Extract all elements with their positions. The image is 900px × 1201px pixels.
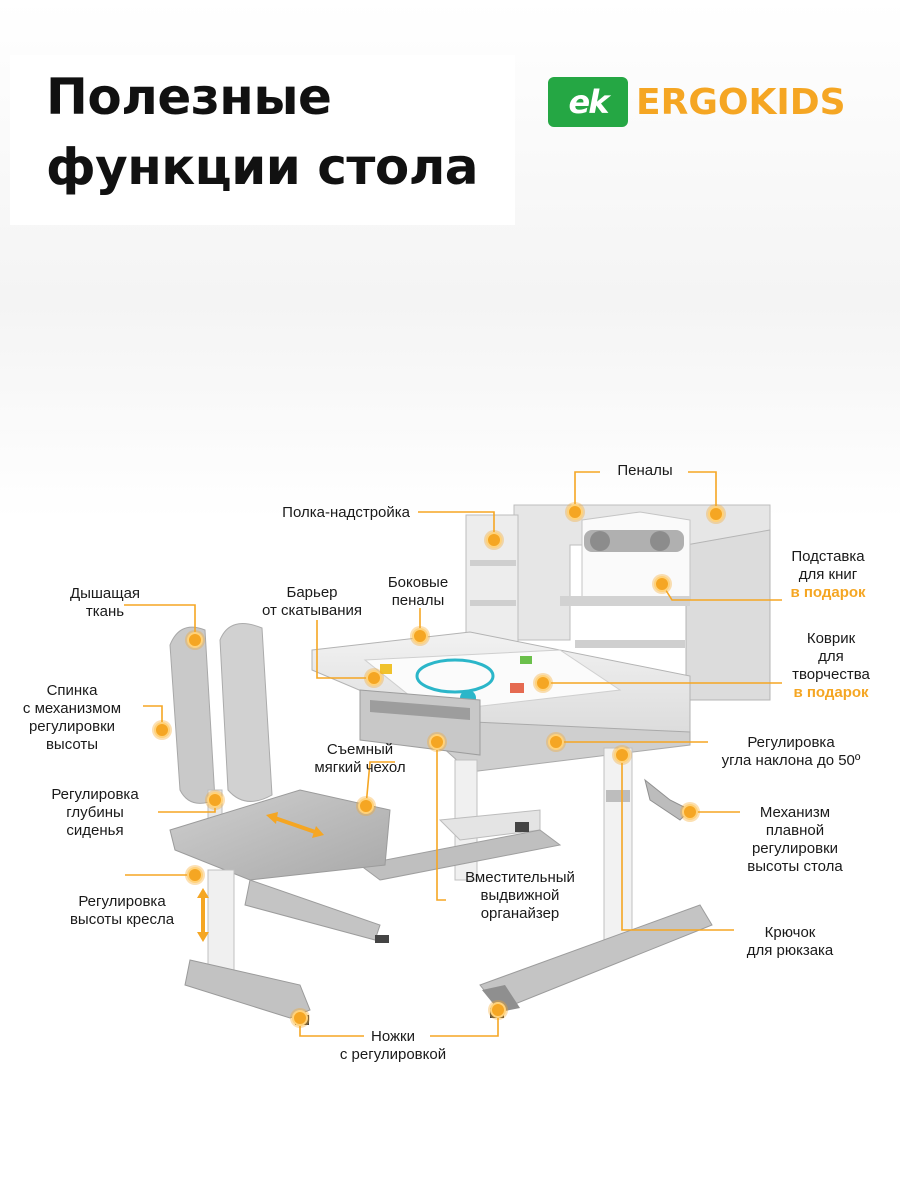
- label-line: Коврик: [806, 630, 856, 647]
- header-card: [10, 55, 515, 225]
- marker-penaly-left: [567, 504, 583, 520]
- logo-badge-text: ek: [568, 83, 610, 121]
- label-line: Боковые: [387, 574, 449, 591]
- desk-hutch: [465, 504, 771, 701]
- label-line: с регулировкой: [339, 1046, 447, 1063]
- marker-podstavka: [654, 576, 670, 592]
- label-barer: Барьер от скатывания: [232, 584, 392, 620]
- label-line: с механизмом: [22, 700, 122, 717]
- label-mekhanizm: Механизм плавной регулировки высоты стол…: [730, 804, 860, 876]
- marker-kovrik: [535, 675, 551, 691]
- label-line: угла наклона до 50º: [721, 752, 861, 769]
- label-line: сиденья: [66, 822, 124, 839]
- marker-chekhol: [358, 798, 374, 814]
- label-line: регулировки: [28, 718, 116, 735]
- marker-organizer: [429, 734, 445, 750]
- label-vysota-kresla: Регулировка высоты кресла: [48, 893, 196, 929]
- marker-mekhanizm: [682, 804, 698, 820]
- label-line: Съемный: [326, 741, 394, 758]
- label-line: творчества: [792, 666, 870, 683]
- label-line: Дышащая: [69, 585, 141, 602]
- marker-glubina: [207, 792, 223, 808]
- label-line: высоты стола: [747, 858, 843, 875]
- label-line: Вместительный: [465, 869, 575, 886]
- label-line: выдвижной: [480, 887, 560, 904]
- marker-nozhki-chair: [292, 1010, 308, 1026]
- label-line: Ножки: [371, 1028, 415, 1045]
- gift-badge: в подарок: [793, 684, 869, 701]
- label-glubina: Регулировка глубины сиденья: [28, 786, 162, 840]
- marker-polka: [486, 532, 502, 548]
- label-line: ткань: [85, 603, 125, 620]
- label-line: Подставка: [791, 548, 865, 565]
- label-organizer: Вместительный выдвижной органайзер: [446, 869, 594, 923]
- label-dyshashchaya: Дышащая ткань: [50, 585, 160, 621]
- logo-wordmark: ERGOKIDS: [636, 81, 846, 123]
- marker-kryuchok: [614, 747, 630, 763]
- gift-badge: в подарок: [790, 584, 866, 601]
- label-podstavka: Подставка для книг в подарок: [770, 548, 886, 602]
- marker-barer: [366, 670, 382, 686]
- label-line: Спинка: [46, 682, 98, 699]
- leader-lines: [124, 471, 782, 1037]
- title-line-2: функции стола: [46, 138, 479, 196]
- page-title: Полезные функции стола: [46, 62, 479, 202]
- label-line: Регулировка: [51, 786, 139, 803]
- label-kovrik: Коврик для творчества в подарок: [772, 630, 890, 702]
- label-naklon: Регулировка угла наклона до 50º: [706, 734, 876, 770]
- label-line: для: [818, 648, 844, 665]
- marker-nozhki-desk: [490, 1002, 506, 1018]
- label-line: Регулировка: [747, 734, 835, 751]
- label-line: высоты кресла: [69, 911, 175, 928]
- brand-logo: ek ERGOKIDS: [548, 76, 846, 128]
- marker-bokovye: [412, 628, 428, 644]
- desk-legs: [358, 747, 713, 1018]
- ek-logo-icon: ek: [548, 77, 628, 127]
- label-line: Крючок: [764, 924, 816, 941]
- label-chekhol: Съемный мягкий чехол: [300, 741, 420, 777]
- label-polka: Полка-надстройка: [240, 504, 410, 522]
- label-line: глубины: [66, 804, 124, 821]
- chair-base: [184, 869, 389, 1025]
- label-line: Регулировка: [78, 893, 166, 910]
- label-penaly: Пеналы: [604, 462, 686, 480]
- label-line: высоты: [45, 736, 99, 753]
- label-nozhki: Ножки с регулировкой: [320, 1028, 466, 1064]
- label-line: для рюкзака: [746, 942, 834, 959]
- marker-dyshashchaya: [187, 632, 203, 648]
- label-line: регулировки: [751, 840, 839, 857]
- label-kryuchok: Крючок для рюкзака: [730, 924, 850, 960]
- marker-vysota-kresla: [187, 867, 203, 883]
- label-line: Пеналы: [617, 462, 673, 479]
- label-line: органайзер: [480, 905, 560, 922]
- label-line: плавной: [765, 822, 825, 839]
- label-line: Полка-надстройка: [282, 504, 410, 521]
- label-line: Барьер: [286, 584, 338, 601]
- label-line: Механизм: [759, 804, 831, 821]
- marker-naklon: [548, 734, 564, 750]
- chair-seat: [169, 789, 391, 881]
- label-line: мягкий чехол: [314, 759, 406, 776]
- title-line-1: Полезные: [46, 68, 332, 126]
- marker-spinka: [154, 722, 170, 738]
- label-line: от скатывания: [261, 602, 363, 619]
- label-line: пеналы: [391, 592, 445, 609]
- chair-backrest: [169, 623, 273, 821]
- marker-penaly-right: [708, 506, 724, 522]
- label-bokovye: Боковые пеналы: [370, 574, 466, 610]
- label-spinka: Спинка с механизмом регулировки высоты: [12, 682, 132, 754]
- label-line: для книг: [798, 566, 858, 583]
